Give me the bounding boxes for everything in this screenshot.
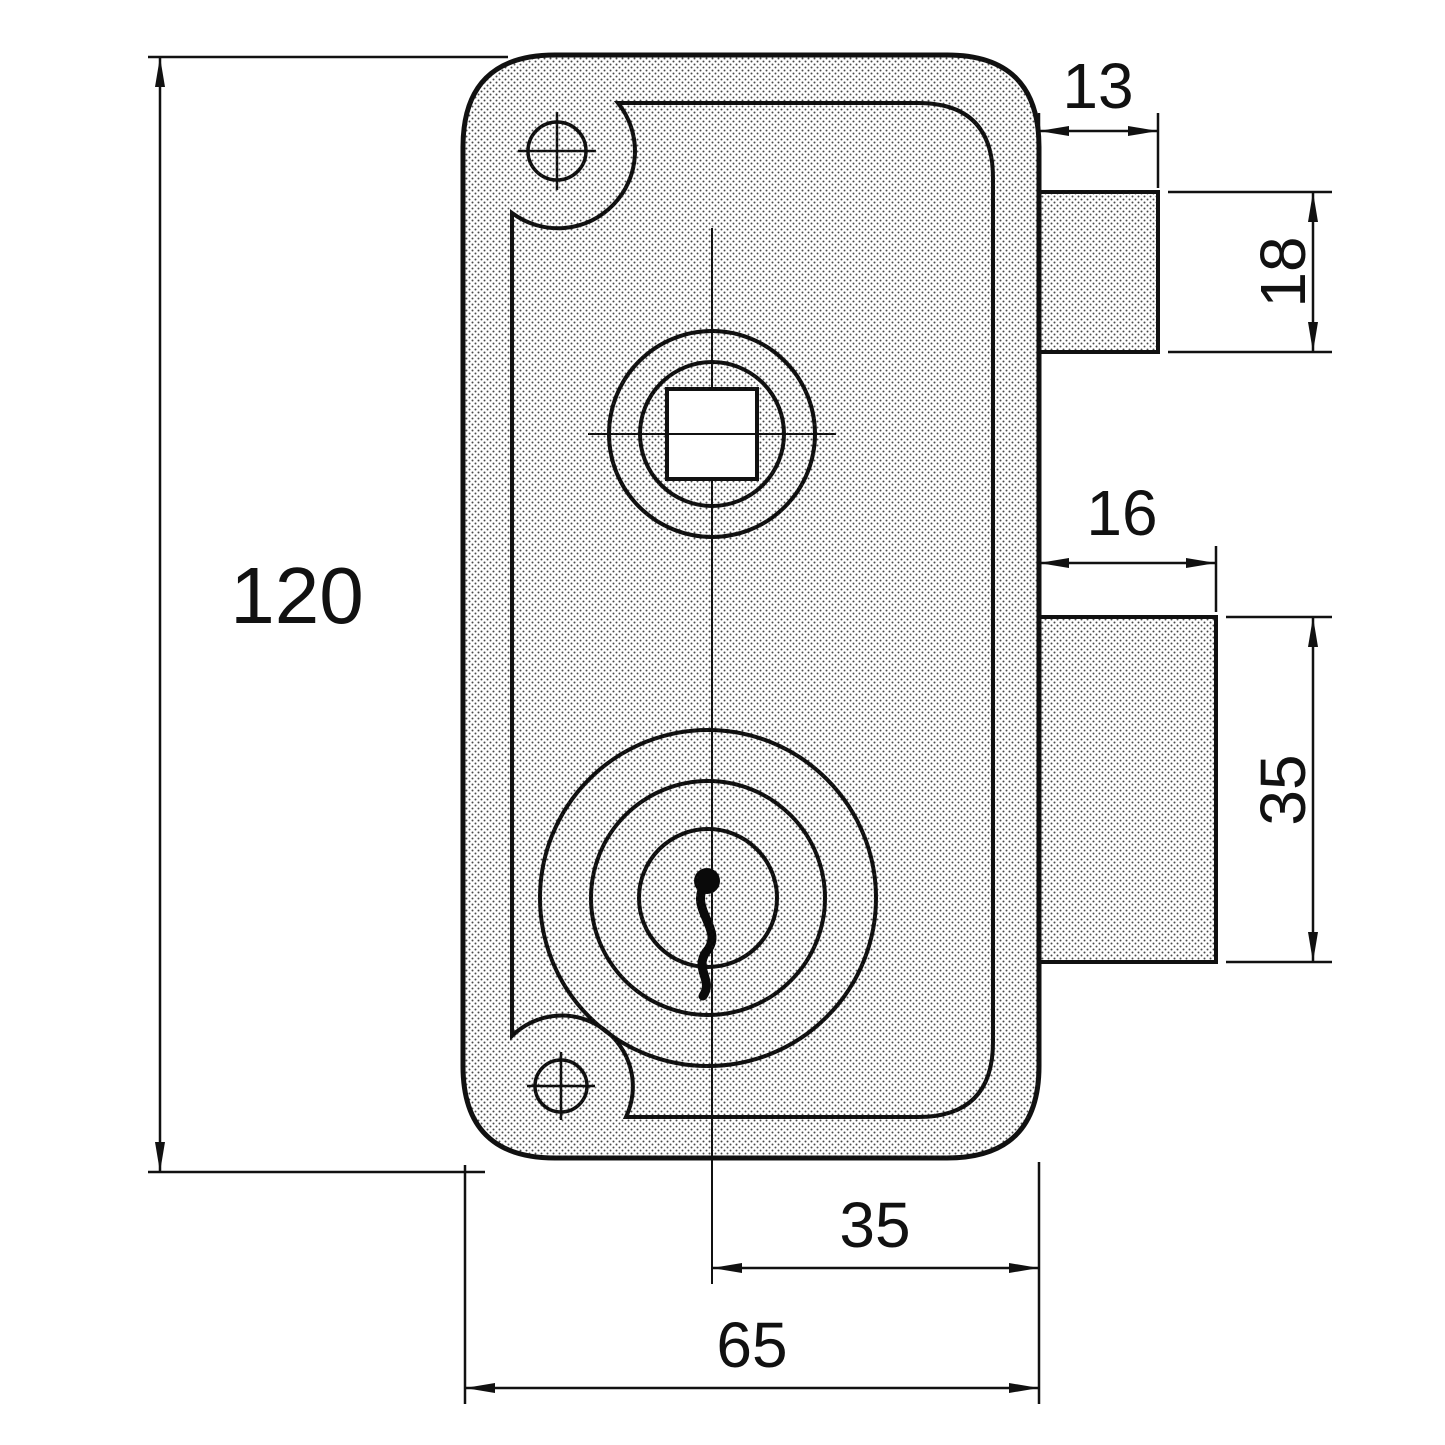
- keyhole-icon: [694, 868, 720, 1001]
- dim-label-cylinder-to-edge: 35: [839, 1189, 910, 1261]
- dim-label-total-height: 120: [230, 551, 363, 640]
- lock-body-outline: [460, 52, 1042, 1161]
- cylinder-inner-circle: [637, 827, 779, 969]
- dim-latch-projection: 13: [1037, 50, 1160, 188]
- screw-top: [518, 112, 596, 190]
- lock-body: [460, 52, 1042, 1284]
- keyhole-ward-squiggle: [696, 879, 717, 1001]
- dim-cylinder-to-edge: 35: [712, 1162, 1041, 1404]
- dim-label-bolt-projection: 16: [1086, 477, 1157, 549]
- dim-label-latch-height: 18: [1247, 236, 1319, 307]
- dim-bolt-height: 35: [1226, 615, 1332, 964]
- cylinder-outer-circle: [538, 728, 878, 1068]
- dim-bolt-projection: 16: [1039, 477, 1218, 612]
- dead-bolt: [1037, 615, 1218, 964]
- dim-total-height: 120: [148, 55, 508, 1174]
- cylinder-middle-circle: [589, 779, 827, 1017]
- dim-label-latch-projection: 13: [1062, 50, 1133, 122]
- spindle-hub: [588, 329, 836, 539]
- latch-bolt-shape: [1037, 190, 1160, 354]
- key-cylinder: [538, 728, 878, 1068]
- dim-latch-height: 18: [1168, 190, 1332, 354]
- screw-bottom: [527, 1052, 595, 1120]
- dead-bolt-shape: [1037, 615, 1218, 964]
- dim-label-bolt-height: 35: [1247, 754, 1319, 825]
- dim-total-width: 65: [463, 1165, 1039, 1404]
- dim-label-total-width: 65: [716, 1309, 787, 1381]
- latch-bolt: [1037, 190, 1160, 354]
